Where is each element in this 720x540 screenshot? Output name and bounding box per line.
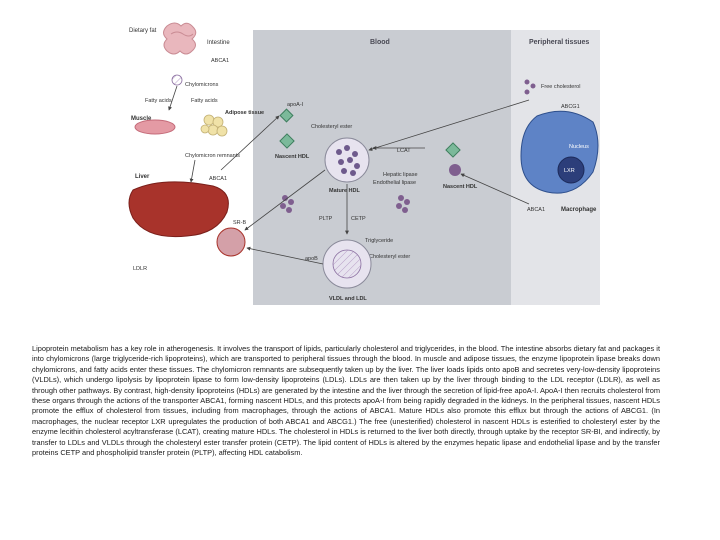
abca1-to-apoa1-arrow — [220, 115, 280, 171]
abca1-to-nascent-hdl-arrow — [460, 173, 530, 205]
lipid-cluster-left — [280, 195, 294, 213]
apoa1-label: apoA-I — [287, 102, 304, 108]
vldl-ldl-core — [332, 249, 362, 279]
cetp-label: CETP — [351, 216, 366, 222]
apob-label: apoB — [305, 256, 318, 262]
mature-hdl-core — [336, 145, 360, 176]
intestine-label: Intestine — [207, 40, 230, 46]
triglyceride-label: Triglyceride — [365, 238, 393, 244]
nascent-hdl-left-label: Nascent HDL — [275, 154, 310, 160]
chylomicron-remnants-label: Chylomicron remnants — [185, 153, 240, 159]
hepatic-lipase-label: Hepatic lipase — [383, 172, 418, 178]
adipose-label: Adipose tissue — [225, 110, 264, 116]
blood-header: Blood — [370, 39, 390, 46]
abcg1-label: ABCG1 — [561, 104, 580, 110]
blood-panel — [253, 30, 511, 305]
apoa1-diamond — [279, 108, 294, 123]
nucleus — [557, 156, 585, 184]
tissue-panel — [125, 20, 253, 305]
mature-hdl-label: Mature HDL — [329, 188, 361, 194]
abca1-liver-label: ABCA1 — [209, 176, 227, 182]
liver-label: Liver — [135, 174, 150, 180]
liver — [128, 181, 229, 238]
lipid-cluster-right — [449, 164, 461, 176]
cholesteryl-ester-top-label: Cholesteryl ester — [311, 124, 352, 130]
muscle-label: Muscle — [131, 116, 152, 122]
liver-receptor-cluster — [216, 227, 246, 257]
cholesteryl-ester-bottom-label: Cholesteryl ester — [369, 254, 410, 260]
lcat-label: LCAT — [397, 148, 411, 154]
free-cholesterol-label: Free cholesterol — [541, 84, 580, 90]
peripheral-header: Peripheral tissues — [529, 39, 589, 46]
endothelial-lipase-label: Endothelial lipase — [373, 180, 416, 186]
chylomicrons-label: Chylomicrons — [185, 82, 219, 88]
lipoprotein-metabolism-diagram: Blood Peripheral tissues Dietary fat Int… — [125, 20, 600, 305]
muscle-tissue — [134, 119, 176, 135]
adipose-tissue — [200, 114, 228, 137]
macrophage-label: Macrophage — [561, 207, 597, 213]
hdl-to-sr-b-arrow — [244, 169, 326, 231]
ldlr-label: LDLR — [133, 266, 147, 272]
lxr-label: LXR — [564, 168, 575, 174]
sr-b-label: SR-B — [233, 220, 246, 226]
nascent-hdl-left-diamond — [279, 133, 295, 149]
figure-caption: Lipoprotein metabolism has a key role in… — [32, 344, 660, 458]
fatty-acids-left-label: Fatty acids — [145, 98, 172, 104]
free-cholesterol-dots — [524, 79, 536, 95]
dietary-fat-label: Dietary fat — [129, 28, 157, 34]
pltp-label: PLTP — [319, 216, 333, 222]
nascent-hdl-right-label: Nascent HDL — [443, 184, 478, 190]
chylomicron — [171, 74, 183, 86]
abca1-macrophage-label: ABCA1 — [527, 207, 545, 213]
fatty-acids-right-label: Fatty acids — [191, 98, 218, 104]
vldl-ldl-label: VLDL and LDL — [329, 296, 367, 302]
chylomicron-to-tissue-arrow — [168, 85, 178, 111]
ldl-to-ldlr-arrow — [246, 246, 324, 265]
intestine — [163, 22, 197, 55]
abca1-intestine-label: ABCA1 — [211, 58, 229, 64]
nascent-hdl-right-diamond — [445, 142, 461, 158]
nucleus-label: Nucleus — [569, 144, 589, 150]
abcg1-to-mature-hdl-arrow — [368, 99, 530, 151]
lipid-cluster-mid — [396, 195, 410, 213]
remnant-to-liver-arrow — [189, 159, 196, 183]
